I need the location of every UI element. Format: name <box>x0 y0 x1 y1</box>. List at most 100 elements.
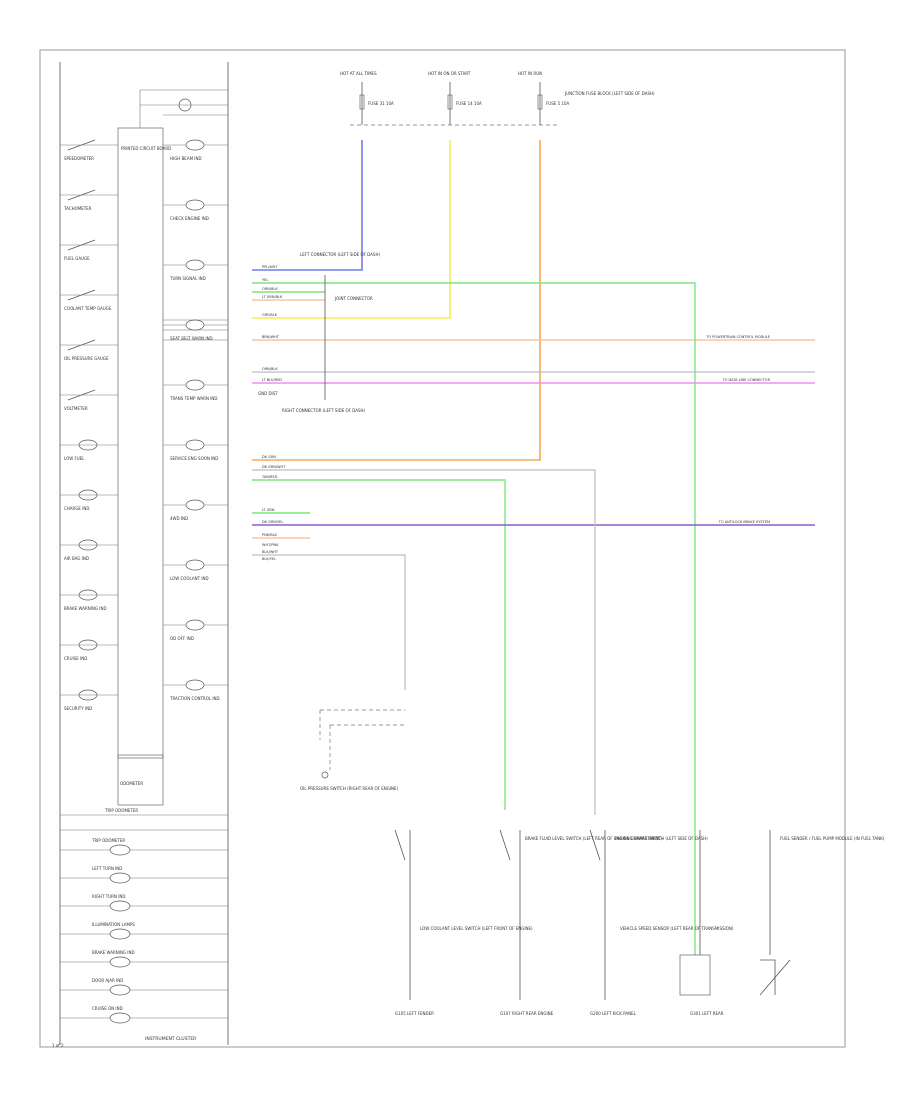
cluster-bottom-item: DOOR AJAR IND <box>60 978 228 996</box>
lamp-icon <box>185 379 205 391</box>
instrument-cluster-label: INSTRUMENT CLUSTER <box>145 1036 196 1042</box>
component-brake_fluid: BRAKE FLUID LEVEL SWITCH (LEFT REAR OF E… <box>525 836 663 841</box>
lamp-icon <box>185 259 205 271</box>
cluster-left-label: LOW FUEL <box>64 456 85 461</box>
junction-box-label: JUNCTION FUSE BLOCK (LEFT SIDE OF DASH) <box>564 91 655 96</box>
cluster-right-label: TRACTION CONTROL IND <box>169 696 220 701</box>
fuse-icon <box>537 94 543 110</box>
lamp-icon <box>185 679 205 691</box>
component-parking_brake: PARKING BRAKE SWITCH (LEFT SIDE OF DASH) <box>615 836 708 841</box>
wire-color-label: BLK/WHT <box>262 550 279 554</box>
wire-color-label: BRN/WHT <box>262 335 280 339</box>
cluster-bottom-label: RIGHT TURN IND <box>92 894 125 899</box>
wire-color-label: YEL <box>262 278 268 282</box>
lamp-icon <box>109 872 131 884</box>
fuse-icon <box>359 94 365 110</box>
fuse-feed-label: HOT IN RUN <box>518 71 542 76</box>
cluster-right-label: SERVICE ENG SOON IND <box>170 456 218 461</box>
wire-color-label: TAN/RED <box>261 475 278 479</box>
cluster-bottom-item: ILLUMINATION LAMPS <box>60 922 228 940</box>
side-reference-label: TO DATA LINK CONNECTOR <box>721 378 770 382</box>
cluster-right-label: TURN SIGNAL IND <box>169 276 206 281</box>
cluster-left-item: BRAKE WARNING IND <box>60 589 118 611</box>
fuse-rating-label: FUSE 14 10A <box>456 101 482 106</box>
wire-color-label: DK GRN/YEL <box>262 520 283 524</box>
cluster-bottom-label: TRIP ODOMETER <box>91 838 125 843</box>
cluster-bottom-item: RIGHT TURN IND <box>60 894 228 912</box>
cluster-right-item: CHECK ENGINE IND <box>163 199 228 221</box>
cluster-bottom-label: LEFT TURN IND <box>92 866 122 871</box>
cluster-bottom-label: CRUISE ON IND <box>92 1006 123 1011</box>
wire-color-label: DK GRN/WHT <box>262 465 286 469</box>
trip-odometer-label: TRIP ODOMETER <box>104 808 138 813</box>
component-fuel_sender: FUEL SENDER / FUEL PUMP MODULE (IN FUEL … <box>780 836 885 841</box>
wire-color-label: LT BLU/RED <box>262 378 282 382</box>
cluster-left-label: FUEL GAUGE <box>64 256 90 261</box>
cluster-bottom-ties <box>60 814 228 831</box>
lamp-icon <box>109 956 131 968</box>
wire-color-label: ORN/BLK <box>262 367 278 371</box>
cluster-right-item: TRANS TEMP WARN IND <box>163 379 228 401</box>
cluster-right-label: CHECK ENGINE IND <box>170 216 209 221</box>
lamp-icon <box>185 139 205 151</box>
switch-blades <box>394 829 601 861</box>
cluster-right-item: OD OFF IND <box>163 619 228 641</box>
wire-color-label: LT GRN/BLK <box>262 295 283 299</box>
cluster-left-item: COOLANT TEMP GAUGE <box>60 289 118 311</box>
cluster-bottom-label: DOOR AJAR IND <box>92 978 123 983</box>
cluster-bottom-label: BRAKE WARNING IND <box>92 950 135 955</box>
wire-color-label: PNK/BLK <box>262 533 278 537</box>
colored-wires <box>252 140 815 1000</box>
cluster-bottom-item: CRUISE ON IND <box>60 1006 228 1024</box>
cluster-right-label: HIGH BEAM IND <box>170 156 202 161</box>
ground-dist-label: GND DIST <box>258 391 278 396</box>
lamp-icon <box>185 319 205 331</box>
circuit-board-box <box>117 127 164 759</box>
cluster-left-label: TACHOMETER <box>63 206 92 211</box>
circuit-board-label: PRINTED CIRCUIT BOARD <box>121 146 171 151</box>
instrument-cluster: PRINTED CIRCUIT BOARD ODOMETER TRIP ODOM… <box>52 62 229 1048</box>
cluster-left-label: AIR BAG IND <box>64 556 89 561</box>
cluster-left-label: SECURITY IND <box>64 706 92 711</box>
cluster-bottom-item: LEFT TURN IND <box>60 866 228 884</box>
cluster-bottom-item: TRIP ODOMETER <box>60 838 228 856</box>
lamp-icon <box>185 499 205 511</box>
cluster-bottom-label: ILLUMINATION LAMPS <box>92 922 135 927</box>
lamp-icon <box>185 559 205 571</box>
cluster-left-item: CHARGE IND <box>60 489 118 511</box>
wire-color-label: PPL/WHT <box>262 265 278 269</box>
cluster-right-label: LOW COOLANT IND <box>170 576 209 581</box>
wire-blue <box>252 140 363 271</box>
lamp-icon <box>109 928 131 940</box>
fuse-feed-label: HOT AT ALL TIMES <box>340 71 377 76</box>
lamp-icon <box>109 1012 131 1024</box>
wire-color-label: ORN/BLK <box>262 287 278 291</box>
cluster-right-item: SEAT BELT WARN IND <box>163 319 228 341</box>
cluster-bottom-indicators: TRIP ODOMETER LEFT TURN IND RIGHT TURN IND… <box>60 838 228 1024</box>
side-references: TO POWERTRAIN CONTROL MODULE TO DATA LINK… <box>705 335 770 524</box>
cluster-left-item: TACHOMETER <box>60 189 118 211</box>
page-frame <box>39 49 846 1048</box>
cluster-bottom-item: BRAKE WARNING IND <box>60 950 228 968</box>
odometer-label: ODOMETER <box>120 781 143 786</box>
lamp-icon <box>109 984 131 996</box>
lamp-icon <box>109 900 131 912</box>
cluster-left-gauges: SPEEDOMETER TACHOMETER FUEL GAUGE COOLANT T… <box>60 139 118 711</box>
cluster-right-label: SEAT BELT WARN IND <box>170 336 213 341</box>
left-connector-label: LEFT CONNECTOR (LEFT SIDE OF DASH) <box>300 252 380 257</box>
wire-orange <box>252 140 541 461</box>
cluster-top-feed <box>139 89 228 128</box>
wire-color-label: LT GRN <box>262 508 275 512</box>
wire-labels: PPL/WHT YEL ORN/BLK LT GRN/BLK GRY/BLK BRN/WH… <box>261 265 286 561</box>
cluster-left-label: SPEEDOMETER <box>64 156 94 161</box>
wire-color-label: GRY/BLK <box>262 313 278 317</box>
fuel-sender-box <box>679 954 711 996</box>
bottom-component-labels: OIL PRESSURE SWITCH (RIGHT REAR OF ENGIN… <box>300 786 885 931</box>
oil-switch-dashed-box <box>319 709 405 770</box>
side-reference-label: TO POWERTRAIN CONTROL MODULE <box>705 335 770 339</box>
cluster-left-item: LOW FUEL <box>60 439 118 461</box>
cluster-right-item: TRACTION CONTROL IND <box>163 679 228 701</box>
